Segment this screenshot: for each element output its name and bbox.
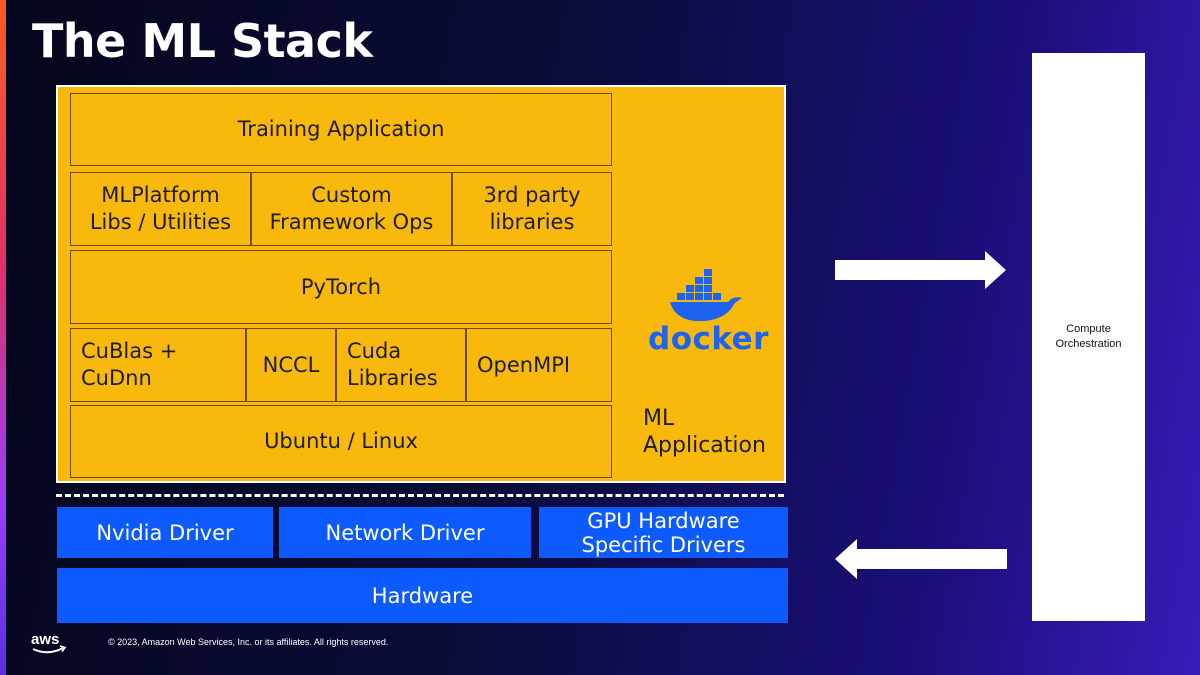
mlplatform-libs-block: MLPlatform Libs / Utilities: [70, 172, 251, 246]
ubuntu-linux-block: Ubuntu / Linux: [70, 405, 612, 478]
slide-title: The ML Stack: [32, 14, 373, 68]
arrow-left-icon: [835, 539, 1007, 579]
copyright-notice: © 2023, Amazon Web Services, Inc. or its…: [108, 637, 389, 647]
docker-wordmark: docker: [648, 321, 769, 357]
third-party-libraries-block: 3rd party libraries: [452, 172, 612, 246]
accent-bar: [0, 0, 6, 675]
docker-logo: docker: [648, 267, 769, 357]
aws-logo: aws: [31, 631, 67, 654]
ml-application-label: ML Application: [643, 406, 766, 458]
cuda-libraries-block: Cuda Libraries: [336, 328, 466, 402]
svg-text:aws: aws: [31, 631, 59, 648]
ml-application-container: Training Application MLPlatform Libs / U…: [56, 85, 786, 483]
docker-whale-icon: [670, 269, 742, 322]
nccl-block: NCCL: [246, 328, 336, 402]
network-driver-block: Network Driver: [279, 507, 531, 558]
training-application-block: Training Application: [70, 93, 612, 166]
custom-framework-ops-block: Custom Framework Ops: [251, 172, 452, 246]
compute-orchestration-label: Compute Orchestration: [1055, 323, 1122, 350]
pytorch-block: PyTorch: [70, 250, 612, 324]
openmpi-block: OpenMPI: [466, 328, 612, 402]
nvidia-driver-block: Nvidia Driver: [57, 507, 273, 558]
arrow-right-icon: [835, 251, 1006, 289]
dashed-divider: [56, 494, 784, 497]
cublas-cudnn-block: CuBlas + CuDnn: [70, 328, 246, 402]
hardware-block: Hardware: [57, 568, 788, 623]
compute-orchestration-panel: Compute Orchestration: [1032, 53, 1145, 621]
gpu-specific-drivers-block: GPU Hardware Specific Drivers: [539, 507, 788, 558]
